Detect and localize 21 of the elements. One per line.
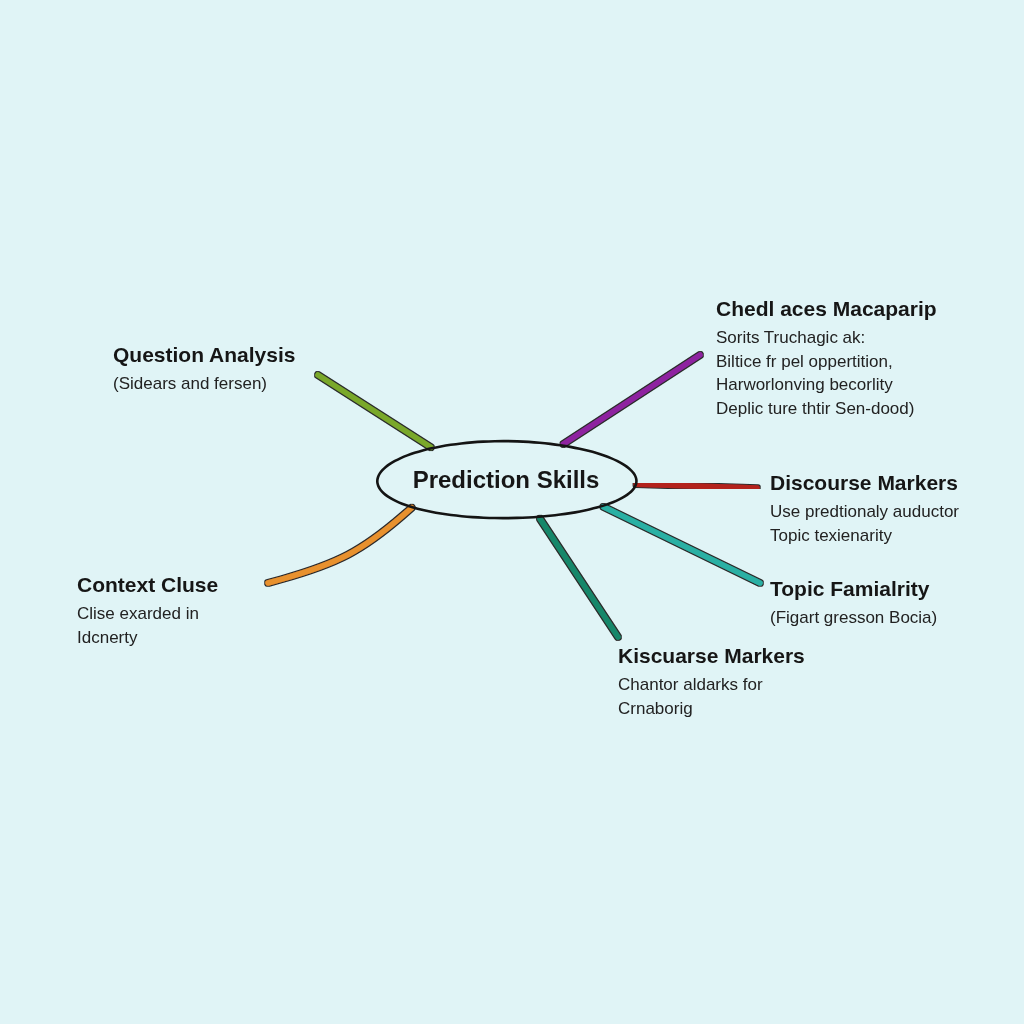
branch-description: (Figart gresson Bocia) xyxy=(770,607,939,629)
connector-line xyxy=(560,352,703,447)
topic-title: Prediction Skills xyxy=(412,466,600,494)
branch-description: (Sidears and fersen) xyxy=(113,373,269,395)
branch-heading: Question Analysis xyxy=(113,342,296,368)
branch-heading: Discourse Markers xyxy=(770,470,958,496)
connector-line xyxy=(600,504,763,586)
branch-description: Chantor aldarks for Crnaborig xyxy=(618,674,764,720)
branch-heading: Kiscuarse Markers xyxy=(618,643,805,669)
connector-line xyxy=(537,515,621,640)
branch-heading: Topic Famialrity xyxy=(770,576,930,602)
connector-line xyxy=(315,372,434,450)
branch-description: Use predtionaly auductor Topic texienarity xyxy=(770,501,960,547)
branch-heading: Context Cluse xyxy=(77,572,219,598)
branch-description: Biltice fr pel oppertition, Harworlonving becorlity Deplic ture thtir Sen-dood) xyxy=(716,350,916,420)
central-topic-ellipse xyxy=(375,440,637,520)
branch-heading: Chedl aces Macaparip xyxy=(716,296,937,322)
connector-line xyxy=(633,481,760,491)
connector-line xyxy=(265,505,415,586)
branch-description: Clise exarded in Idcnerty xyxy=(77,603,200,649)
branch-description: Sorits Truchagic ak: xyxy=(716,327,867,349)
